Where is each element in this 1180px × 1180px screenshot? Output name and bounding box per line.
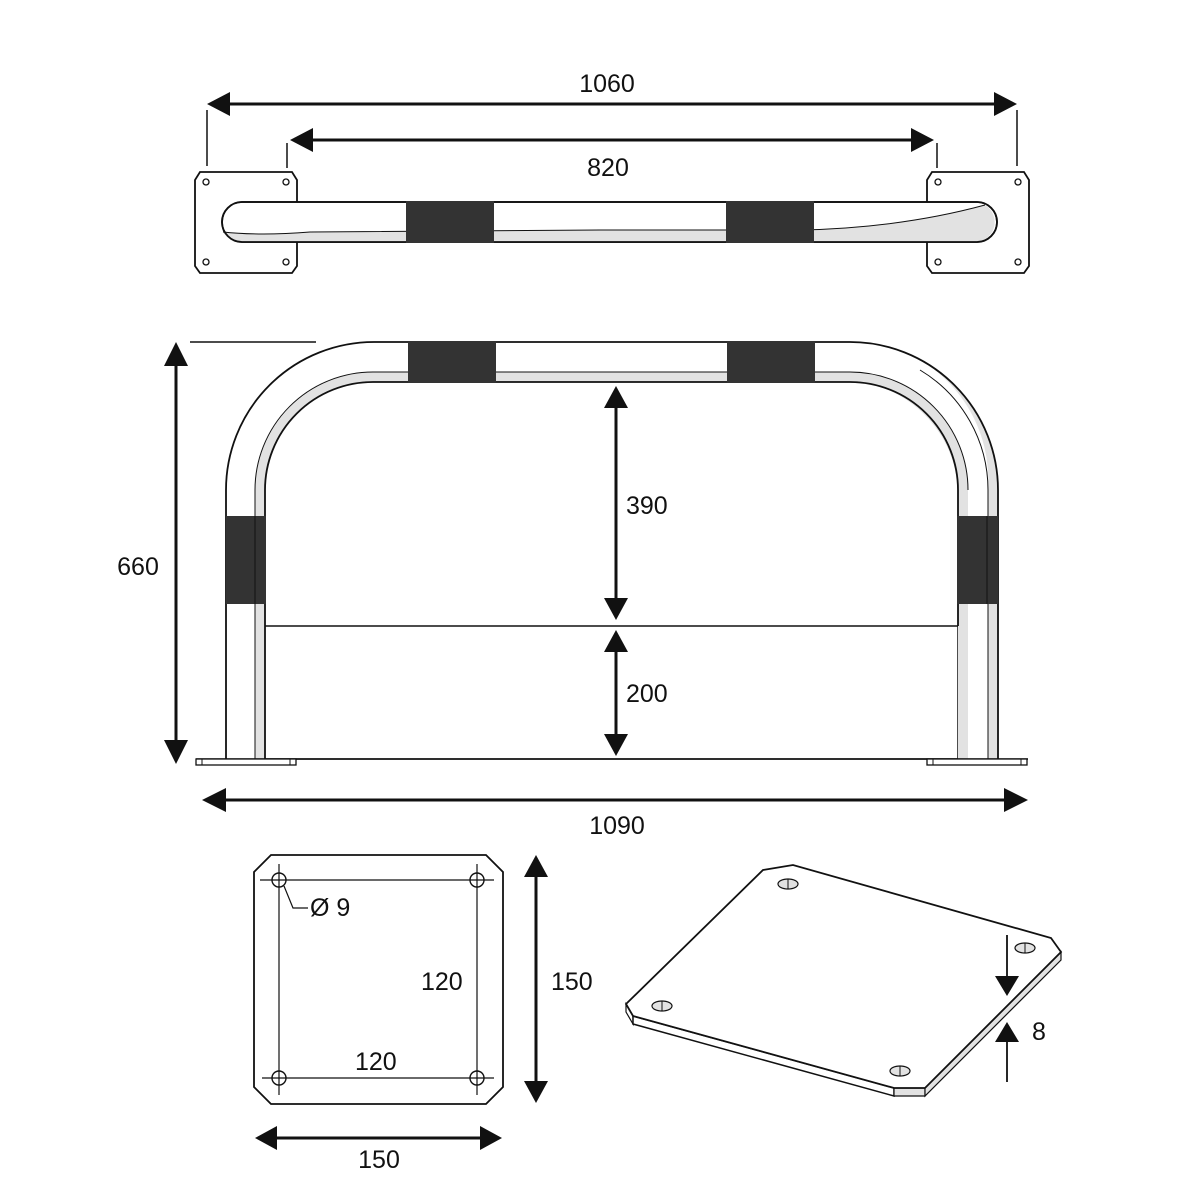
bolt-hole bbox=[469, 872, 485, 888]
dimension-8: 8 bbox=[995, 935, 1046, 1082]
dimension-820: 820 bbox=[290, 128, 934, 182]
bolt-hole bbox=[271, 1070, 287, 1086]
dimension-150-vertical: 150 bbox=[524, 855, 593, 1103]
dimension-660: 660 bbox=[117, 342, 188, 764]
stripe bbox=[406, 201, 494, 243]
plate-top-face bbox=[624, 864, 1063, 1089]
hoop-tube bbox=[225, 341, 999, 759]
dimension-200: 200 bbox=[604, 630, 668, 756]
label-150-vertical: 150 bbox=[551, 968, 593, 996]
top-tube bbox=[221, 201, 998, 243]
base-plate-plan: Ø 9 120 120 150 150 bbox=[253, 854, 593, 1174]
label-thickness: 8 bbox=[1032, 1018, 1046, 1046]
label-660: 660 bbox=[117, 553, 159, 581]
base-plate-iso: 8 bbox=[624, 864, 1063, 1098]
left-foot-plate bbox=[195, 758, 297, 766]
top-view: 1060 820 bbox=[194, 70, 1030, 274]
dimension-1090: 1090 bbox=[202, 788, 1028, 840]
label-390: 390 bbox=[626, 492, 668, 520]
stripe bbox=[957, 516, 998, 604]
label-120-vertical: 120 bbox=[421, 968, 463, 996]
bolt-hole bbox=[271, 872, 287, 888]
label-200: 200 bbox=[626, 680, 668, 708]
label-820: 820 bbox=[587, 154, 629, 182]
dimension-390: 390 bbox=[604, 386, 668, 620]
plate-outline bbox=[253, 854, 504, 1105]
label-120-horizontal: 120 bbox=[355, 1048, 397, 1076]
stripe bbox=[226, 516, 266, 604]
right-foot-plate bbox=[926, 758, 1028, 766]
label-1090: 1090 bbox=[589, 812, 645, 840]
bolt-hole bbox=[469, 1070, 485, 1086]
stripe bbox=[727, 341, 815, 383]
dimension-1060: 1060 bbox=[207, 70, 1017, 116]
stripe bbox=[408, 341, 496, 383]
stripe bbox=[726, 201, 814, 243]
label-1060: 1060 bbox=[579, 70, 635, 98]
label-hole-diameter: Ø 9 bbox=[310, 894, 350, 922]
dimension-150-horizontal: 150 bbox=[255, 1126, 502, 1174]
front-view: 660 bbox=[117, 341, 1028, 840]
label-150-horizontal: 150 bbox=[358, 1146, 400, 1174]
